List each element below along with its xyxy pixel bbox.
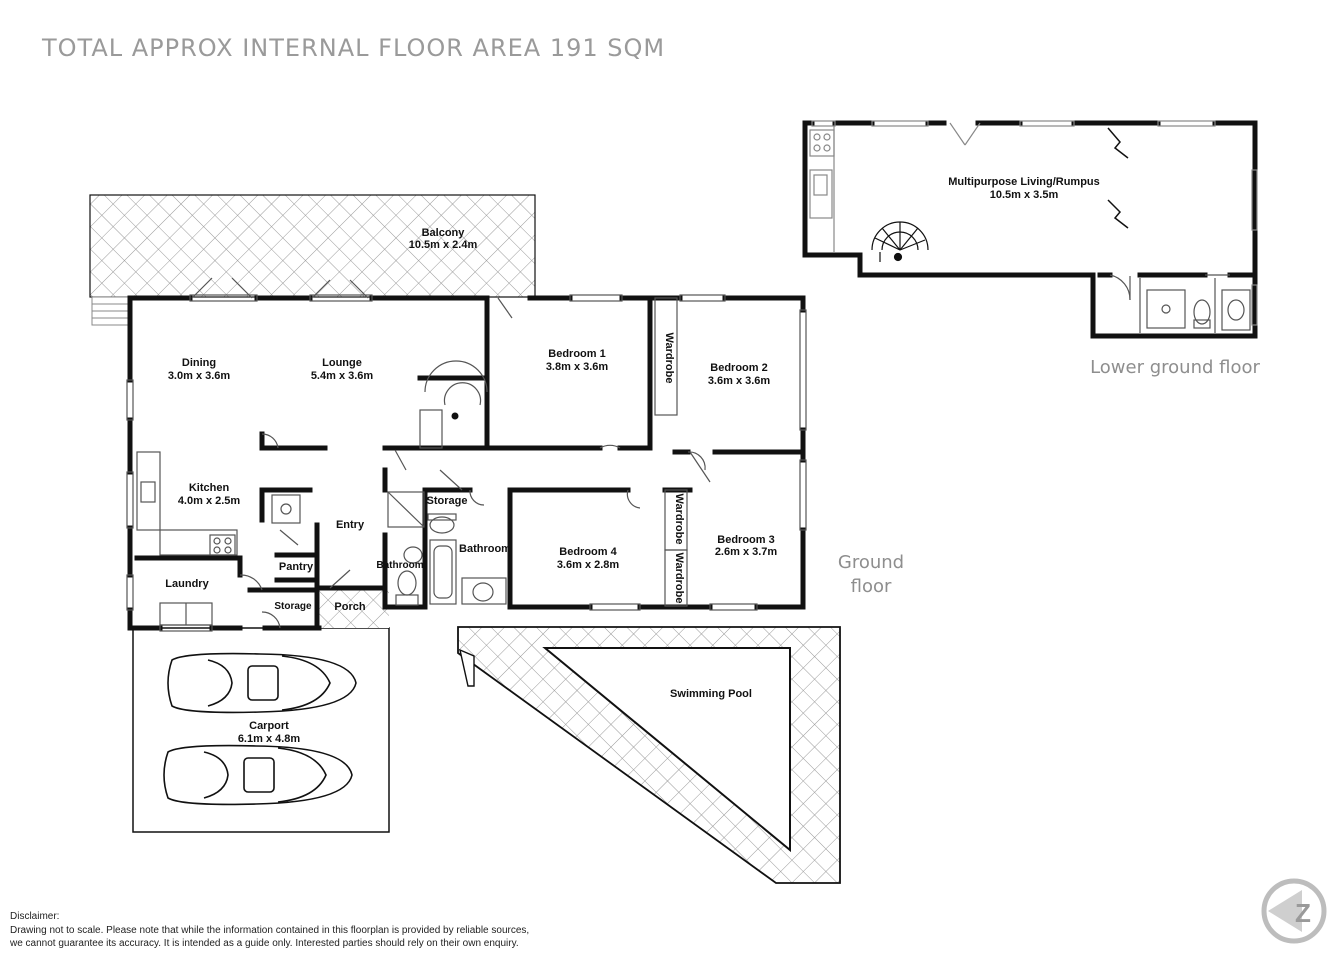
room-dims-balcony: 10.5m x 2.4m bbox=[409, 239, 478, 251]
floor-label-lower: Lower ground floor bbox=[1090, 357, 1260, 378]
room-dims-lounge: 5.4m x 3.6m bbox=[311, 370, 374, 382]
room-dims-rumpus: 10.5m x 3.5m bbox=[990, 189, 1059, 201]
compass-logo-icon: Z bbox=[1261, 878, 1327, 944]
room-label-bedroom2: Bedroom 2 bbox=[710, 362, 767, 374]
car-icon bbox=[163, 744, 353, 806]
room-label-lounge: Lounge bbox=[322, 357, 362, 369]
room-label-dining: Dining bbox=[182, 357, 216, 369]
room-label-laundry: Laundry bbox=[165, 578, 209, 590]
room-label-bathroom-main: Bathroom bbox=[459, 543, 511, 555]
room-label-bathroom-small: Bathroom bbox=[376, 560, 423, 571]
swimming-pool-water bbox=[542, 647, 791, 853]
room-label-storage-left: Storage bbox=[274, 601, 312, 612]
floor-label-ground-line1: Ground bbox=[837, 552, 905, 573]
room-label-wardrobe-b3b: Wardrobe bbox=[673, 553, 685, 604]
disclaimer-title: Disclaimer: bbox=[10, 911, 60, 922]
floor-label-ground-line2: floor bbox=[850, 576, 892, 597]
room-label-wardrobe-b1: Wardrobe bbox=[663, 333, 675, 384]
room-dims-kitchen: 4.0m x 2.5m bbox=[178, 495, 241, 507]
room-label-porch: Porch bbox=[334, 601, 365, 613]
room-label-kitchen: Kitchen bbox=[189, 482, 230, 494]
porch-area bbox=[319, 588, 389, 628]
room-dims-carport: 6.1m x 4.8m bbox=[238, 733, 301, 745]
room-label-pantry: Pantry bbox=[279, 561, 314, 573]
room-label-bedroom1: Bedroom 1 bbox=[548, 348, 605, 360]
disclaimer-line1: Drawing not to scale. Please note that w… bbox=[10, 924, 530, 936]
room-label-balcony: Balcony bbox=[422, 227, 466, 239]
lower-ground-floor-plan bbox=[802, 120, 1258, 339]
room-dims-bedroom2: 3.6m x 3.6m bbox=[708, 375, 771, 387]
disclaimer: Disclaimer: Drawing not to scale. Please… bbox=[10, 910, 529, 951]
room-label-entry: Entry bbox=[336, 519, 365, 531]
balcony-area bbox=[89, 194, 536, 298]
ground-floor-walls bbox=[127, 295, 806, 631]
room-label-bedroom3: Bedroom 3 bbox=[717, 534, 774, 546]
room-label-wardrobe-b3a: Wardrobe bbox=[673, 494, 685, 545]
room-label-bedroom4: Bedroom 4 bbox=[559, 546, 617, 558]
room-dims-bedroom4: 3.6m x 2.8m bbox=[557, 559, 620, 571]
room-dims-bedroom1: 3.8m x 3.6m bbox=[546, 361, 609, 373]
room-label-storage-hall: Storage bbox=[427, 495, 468, 507]
total-area-title: TOTAL APPROX INTERNAL FLOOR AREA 191 SQM bbox=[42, 34, 666, 62]
room-label-rumpus: Multipurpose Living/Rumpus bbox=[948, 176, 1100, 188]
room-label-carport: Carport bbox=[249, 720, 289, 732]
room-label-pool: Swimming Pool bbox=[670, 688, 752, 700]
floor-label-ground: Ground floor bbox=[826, 551, 916, 599]
room-dims-bedroom3: 2.6m x 3.7m bbox=[715, 546, 778, 558]
compass-logo-letter: Z bbox=[1295, 898, 1311, 928]
car-icon bbox=[167, 652, 357, 714]
room-dims-dining: 3.0m x 3.6m bbox=[168, 370, 231, 382]
disclaimer-line2: we cannot guarantee its accuracy. It is … bbox=[10, 938, 519, 949]
